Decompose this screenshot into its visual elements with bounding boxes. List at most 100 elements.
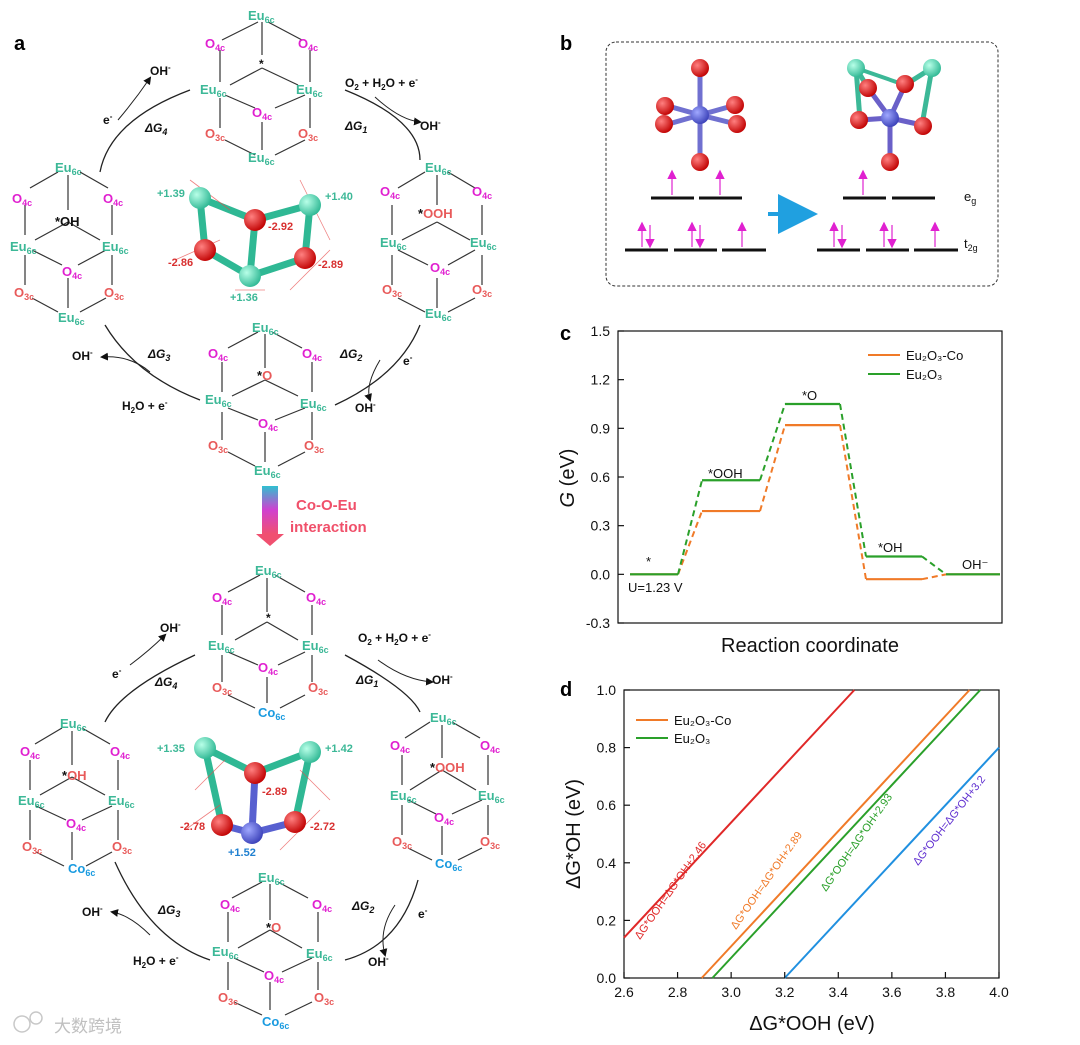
- x-tick-label: 3.6: [882, 984, 902, 1000]
- charge-label: +1.35: [157, 743, 185, 755]
- atom-eu: Eu6c: [108, 793, 135, 810]
- adsorbate-o: *O: [266, 920, 281, 935]
- atom-o4: O4c: [298, 36, 318, 53]
- atom-eu: Eu6c: [470, 235, 497, 252]
- adsorbate-oh: *OH: [55, 214, 80, 229]
- atom-eu: Eu6c: [302, 638, 329, 655]
- y-axis-ticks-c: -0.30.00.30.60.91.21.5: [586, 323, 624, 631]
- x-tick-label: 2.6: [614, 984, 634, 1000]
- oh-product-4: OH-: [150, 63, 171, 78]
- series-d: [623, 689, 1000, 979]
- atom-o4: O4c: [312, 897, 332, 914]
- adsorbate-oh: *OH: [62, 768, 87, 783]
- atom-eu: Eu6c: [425, 306, 452, 323]
- atom-o3: O3c: [14, 285, 34, 302]
- atom-eu: Eu6c: [255, 563, 282, 580]
- delta-g3: ΔG3: [157, 903, 180, 919]
- atom-o4: O4c: [220, 897, 240, 914]
- transition-line: [677, 479, 703, 575]
- y-tick-label: 0.0: [591, 566, 611, 582]
- cycle-arc-4: [99, 89, 191, 173]
- panel-letter-c: c: [560, 323, 571, 345]
- atom-o4: O4c: [302, 346, 322, 363]
- charge-label: -2.89: [318, 259, 343, 271]
- atom-eu: Eu6c: [300, 396, 327, 413]
- x-tick-label: 2.8: [668, 984, 688, 1000]
- x-tick-label: 3.8: [936, 984, 956, 1000]
- scaling-line: [700, 689, 971, 979]
- atom-eu: Eu6c: [254, 463, 281, 480]
- x-tick-label: 3.0: [721, 984, 741, 1000]
- atom-o3: O3c: [304, 438, 324, 455]
- atom-eu: Eu6c: [60, 716, 87, 733]
- x-tick-label: 4.0: [989, 984, 1009, 1000]
- atom-o4: O4c: [208, 346, 228, 363]
- y-tick-label: -0.3: [586, 615, 610, 631]
- transition-line: [839, 403, 867, 557]
- structure-ooh: [391, 171, 483, 313]
- y-tick-label: 0.8: [597, 740, 617, 756]
- legend-label-eu2o3-co: Eu₂O₃-Co: [906, 348, 963, 363]
- transition-line: [921, 555, 947, 576]
- delta-g4: ΔG4: [154, 675, 177, 691]
- atom-o4: O4c: [212, 590, 232, 607]
- structure-bare: [219, 21, 311, 156]
- adsorbate-ooh: *OOH: [430, 760, 465, 775]
- atom-eu: Eu6c: [10, 239, 37, 256]
- step3-reactants: H2O + e-: [133, 953, 179, 970]
- site-marker: *: [259, 57, 264, 71]
- orbital-levels-left: [625, 196, 766, 252]
- panel-letter-a: a: [14, 33, 26, 55]
- interaction-arrow-head: [256, 534, 284, 546]
- atom-o4: O4c: [380, 184, 400, 201]
- octahedron-co: [847, 59, 941, 171]
- atom-o3: O3c: [480, 834, 500, 851]
- atom-o4: O4c: [306, 590, 326, 607]
- atom-o3: O3c: [112, 839, 132, 856]
- charge-label: +1.42: [325, 743, 353, 755]
- charge-label: -2.89: [262, 786, 287, 798]
- y-tick-label: 0.2: [597, 912, 617, 928]
- transition-line: [921, 573, 947, 581]
- atom-eu: Eu6c: [212, 944, 239, 961]
- electron-arrows-left: [637, 169, 747, 249]
- step3-reactants: H2O + e-: [122, 398, 168, 415]
- oh-product-2: OH-: [355, 400, 376, 415]
- atom-o4: O4c: [103, 191, 123, 208]
- scaling-line: [623, 689, 856, 939]
- atom-eu: Eu6c: [430, 710, 457, 727]
- electron-4: e-: [112, 666, 122, 681]
- legend-label-eu2o3: Eu₂O₃: [906, 367, 942, 382]
- y-tick-label: 0.6: [597, 797, 617, 813]
- x-tick-label: 3.2: [775, 984, 795, 1000]
- delta-g1: ΔG1: [344, 119, 367, 135]
- charge-label: -2.78: [180, 821, 205, 833]
- atom-o4: O4c: [430, 260, 450, 277]
- panel-letter-b: b: [560, 33, 572, 55]
- oh-release-arrow-2: [364, 359, 381, 402]
- state-label-o: *O: [802, 388, 817, 403]
- atom-eu: Eu6c: [102, 239, 129, 256]
- charge-label: -2.72: [310, 821, 335, 833]
- delta-g1: ΔG1: [355, 673, 378, 689]
- atom-o4: O4c: [264, 968, 284, 985]
- potential-label: U=1.23 V: [628, 580, 683, 595]
- atom-o4: O4c: [472, 184, 492, 201]
- atom-o4: O4c: [258, 416, 278, 433]
- atom-o3: O3c: [205, 126, 225, 143]
- charge-label: +1.52: [228, 847, 256, 859]
- atom-co: Co6c: [262, 1014, 289, 1031]
- oh-product-2: OH-: [368, 954, 389, 969]
- interaction-label: Co-O-Eu: [296, 497, 357, 514]
- atom-o3: O3c: [208, 438, 228, 455]
- line-label-green: ΔG*OOH=ΔG*OH+2.93: [819, 792, 895, 894]
- eg-label: eg: [964, 189, 976, 206]
- atom-o3: O3c: [22, 839, 42, 856]
- atom-eu: Eu6c: [425, 160, 452, 177]
- line-label-orange: ΔG*OOH=ΔG*OH+2.89: [729, 830, 805, 932]
- step1-reactants: O2 + H2O + e-: [345, 75, 418, 92]
- transition-line: [677, 510, 703, 575]
- line-label-red: ΔG*OOH=ΔG*OH+2.46: [633, 840, 709, 942]
- oh-release-arrow-3: [100, 352, 151, 373]
